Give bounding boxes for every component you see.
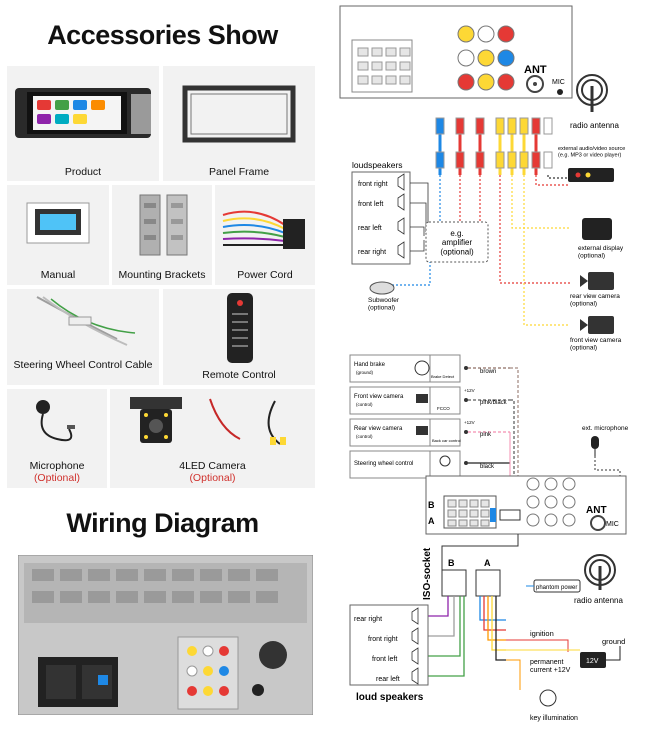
speaker-front-right: front right [358, 181, 388, 188]
mic-label-top: MIC [552, 79, 565, 86]
pink-label: pink [480, 432, 492, 438]
plus12-rear: +12V [464, 420, 475, 425]
manual-cell: Manual [7, 185, 109, 285]
rear-camera-device [588, 272, 614, 290]
mounting-brackets-label: Mounting Brackets [118, 269, 206, 281]
iso-socket-label: ISO-socket [422, 547, 433, 600]
external-av-label: external audio/video source(e.g. MP3 or … [558, 146, 625, 158]
mic-label-bottom: MIC [606, 521, 619, 528]
panel-frame-label: Panel Frame [208, 166, 270, 178]
front-view-camera-label: Front view camera [354, 394, 404, 400]
phantom-power-label: phantom power [536, 585, 577, 591]
accessories-title: Accessories Show [47, 20, 278, 50]
loud-speakers-box [349, 604, 429, 686]
car-stereo-image [15, 88, 151, 138]
manual-label: Manual [40, 269, 76, 281]
fcco-label: FCCO [437, 406, 450, 411]
wiring-title: Wiring Diagram [66, 508, 259, 538]
left-panel: Accessories Show Product Panel Frame [7, 20, 315, 715]
unit-rear-image [18, 555, 313, 715]
remote-control-cell: Remote Control [163, 289, 315, 385]
power-cord-label: Power Cord [237, 269, 293, 281]
steering-cable-label: Steering Wheel Control Cable [13, 359, 153, 371]
subwoofer-label: Subwoofer(optional) [368, 297, 400, 311]
microphone-label: Microphone [29, 460, 85, 472]
panel-frame-image [182, 85, 296, 143]
battery-label: 12V [586, 658, 599, 665]
rear-view-camera-label: Rear view camera [354, 426, 403, 432]
rear-view-sub: (control) [356, 434, 373, 439]
external-av-device [568, 168, 614, 182]
loudspeakers-title: loudspeakers [352, 160, 403, 170]
speaker-front-left: front left [358, 201, 383, 208]
remote-control-image [227, 293, 253, 363]
speaker-rear-right: rear right [358, 249, 386, 256]
brown-label: brown [480, 369, 496, 375]
amplifier-label: e.g.amplifier(optional) [440, 229, 474, 256]
ignition-label: ignition [530, 629, 554, 638]
front-view-sub: (control) [356, 402, 373, 407]
front-camera-label: front view camera(optional) [570, 337, 622, 351]
rear-camera-label: rear view camera(optional) [570, 293, 620, 307]
radio-antenna-label-bottom: radio antenna [574, 596, 623, 605]
steering-cable-image [36, 296, 136, 346]
brake-detect-label: Brake Detect [431, 374, 455, 379]
panel-frame-cell: Panel Frame [163, 66, 315, 181]
microphone-cell: Microphone (Optional) [7, 389, 107, 488]
product-cell: Product [7, 66, 159, 181]
ant-label-bottom: ANT [586, 505, 607, 516]
battery-icon [580, 652, 606, 668]
power-cord-cell: Power Cord [215, 185, 315, 285]
external-display [582, 218, 612, 240]
wiring-diagram-panel: ANT MIC radio antenna loudspeakers [330, 0, 650, 726]
loud-speakers-label: loud speakers [356, 692, 424, 703]
steering-cable-cell: Steering Wheel Control Cable [7, 289, 159, 385]
speaker-rear-left-bottom: rear left [376, 676, 400, 683]
back-car-control-label: Back car control [432, 438, 461, 443]
iso-a-label: A [484, 558, 491, 568]
speaker-front-left-bottom: front left [372, 656, 397, 663]
block-b-label: B [428, 500, 435, 510]
manual-image [26, 202, 90, 244]
microphone-optional: (Optional) [33, 472, 81, 484]
camera-label: 4LED Camera [179, 460, 246, 472]
black-label: black [480, 464, 495, 470]
external-display-label: external display(optional) [578, 245, 624, 259]
ground-label: ground [602, 637, 625, 646]
product-label: Product [64, 166, 102, 178]
remote-control-label: Remote Control [202, 369, 276, 381]
front-camera-device [588, 316, 614, 334]
mounting-brackets-cell: Mounting Brackets [112, 185, 212, 285]
ext-mic-label: ext. microphone [582, 425, 629, 432]
pink-black-label: pink/black [480, 400, 508, 406]
speaker-rear-left: rear left [358, 225, 382, 232]
steering-wheel-label: Steering wheel control [354, 461, 413, 467]
microphone-image [36, 400, 75, 442]
camera-image [130, 397, 286, 445]
camera-optional: (Optional) [189, 472, 236, 484]
speaker-rear-right-bottom: rear right [354, 616, 382, 623]
hand-brake-sub: (ground) [356, 370, 374, 375]
radio-antenna-label-top: radio antenna [570, 121, 619, 130]
ant-label-top: ANT [524, 64, 547, 76]
power-cord-image [222, 210, 305, 249]
camera-cell: 4LED Camera (Optional) [110, 389, 315, 488]
block-a-label: A [428, 516, 435, 526]
speaker-front-right-bottom: front right [368, 636, 398, 643]
key-illumination-label: key illumination [530, 715, 578, 722]
plus12-front: +12V [464, 388, 475, 393]
iso-b-label: B [448, 558, 455, 568]
hand-brake-label: Hand brake [354, 362, 386, 368]
amplifier-box [425, 221, 489, 263]
wiring-diagram: ANT MIC radio antenna loudspeakers [339, 5, 629, 722]
mounting-brackets-image [139, 194, 188, 256]
